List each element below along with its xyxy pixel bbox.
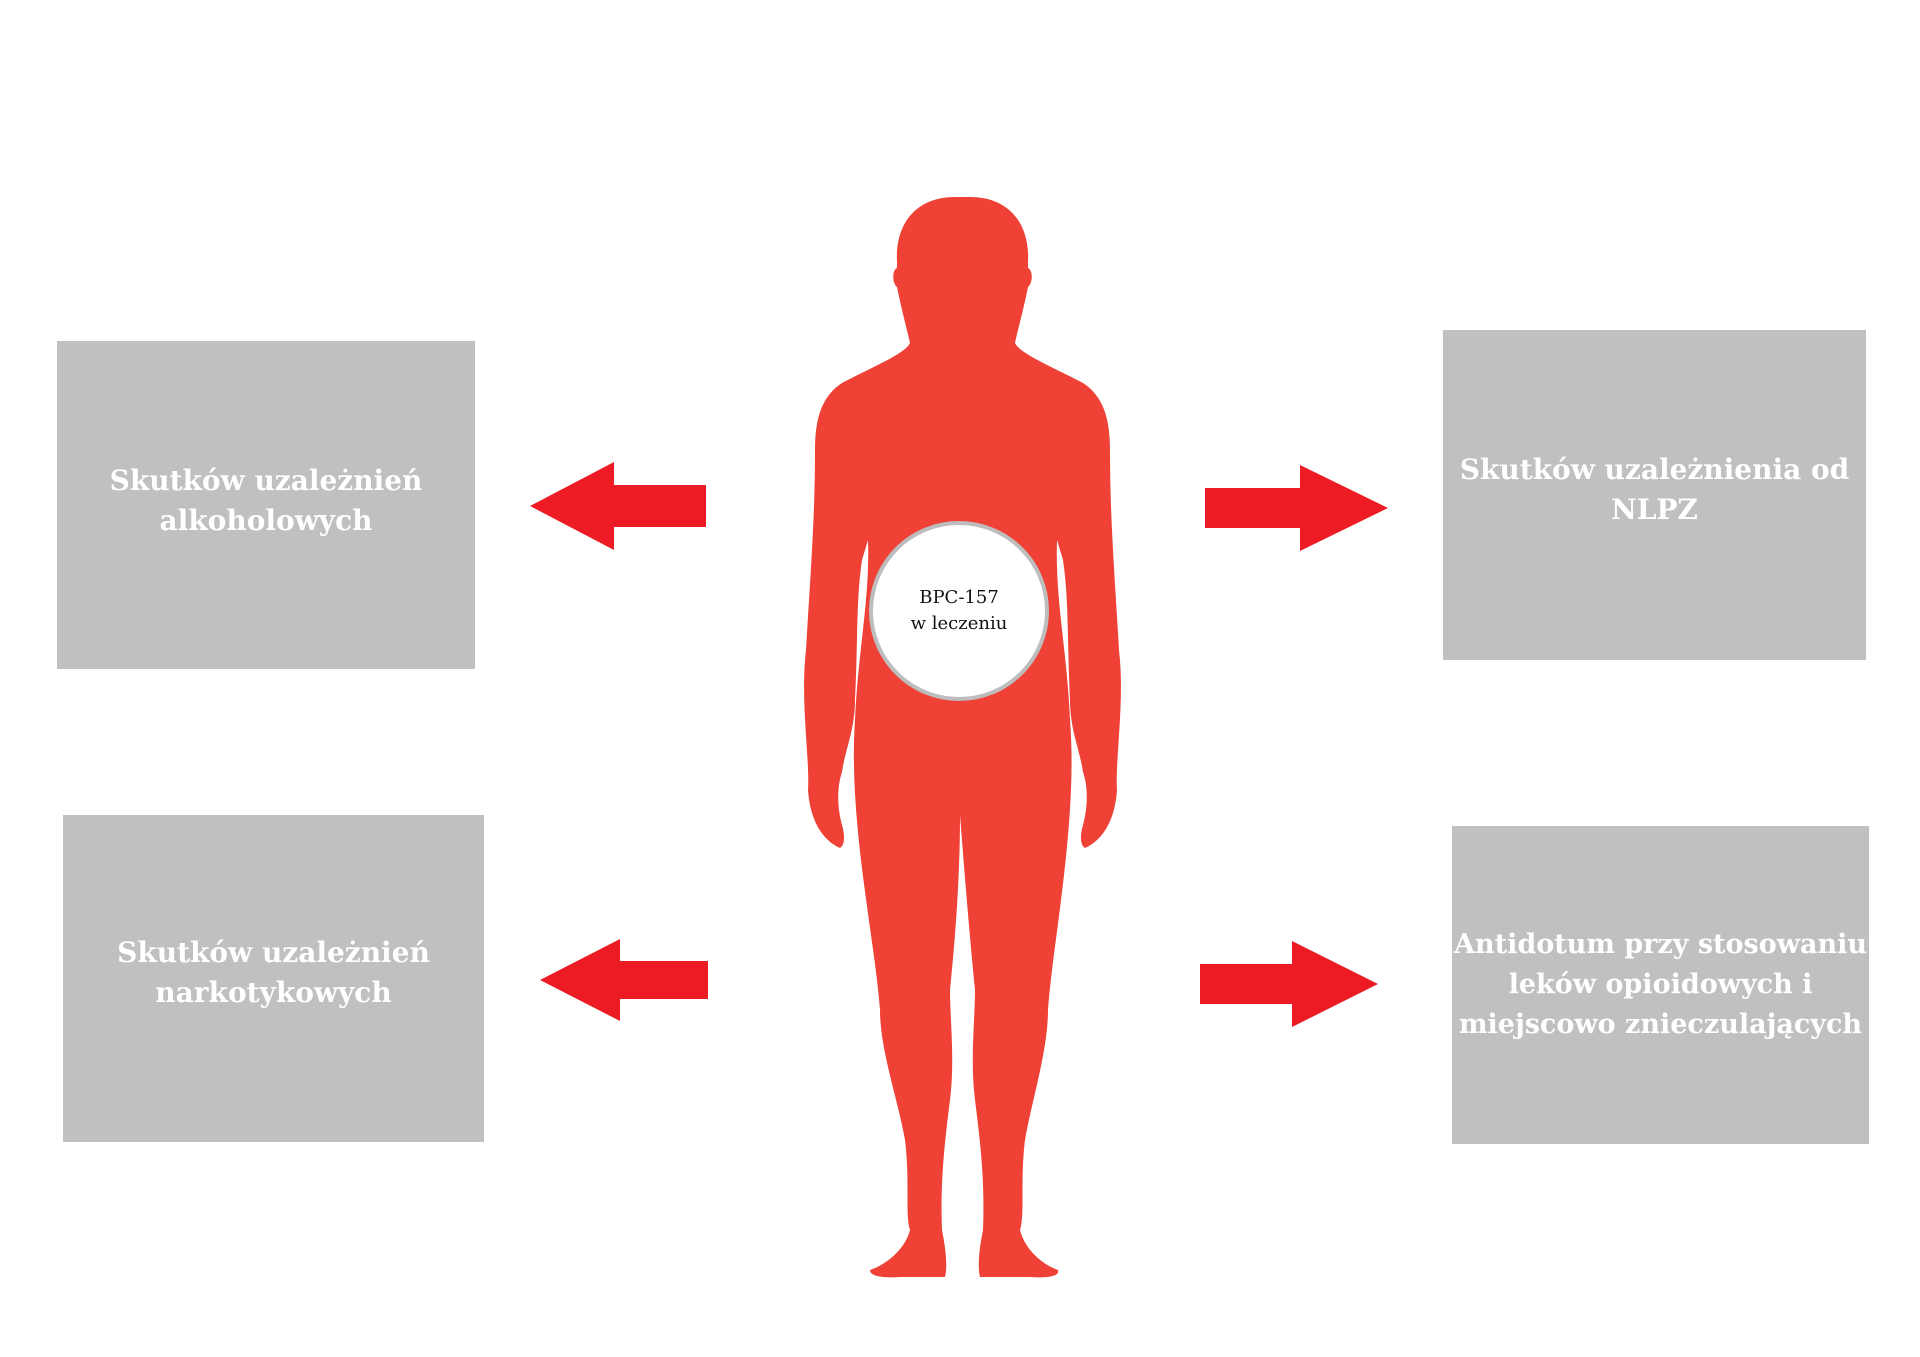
box-alcohol-addiction-label: Skutków uzależnień alkoholowych	[109, 464, 423, 537]
box-antidote-label: Antidotum przy stosowaniu leków opioidow…	[1454, 929, 1867, 1040]
arrow-right-icon	[1200, 941, 1378, 1027]
box-nsaid-addiction: Skutków uzależnienia od NLPZ	[1443, 330, 1866, 660]
human-silhouette-icon	[804, 197, 1121, 1278]
box-nsaid-addiction-label: Skutków uzależnienia od NLPZ	[1459, 453, 1850, 526]
box-drug-addiction-label: Skutków uzależnień narkotykowych	[117, 936, 430, 1009]
arrow-left-icon	[530, 462, 706, 550]
center-circle: BPC-157 w leczeniu	[869, 521, 1049, 701]
center-circle-subtitle: w leczeniu	[910, 613, 1008, 634]
box-drug-addiction: Skutków uzależnień narkotykowych	[63, 815, 484, 1142]
box-alcohol-addiction: Skutków uzależnień alkoholowych	[57, 341, 475, 669]
center-circle-title: BPC-157	[919, 587, 999, 608]
arrow-left-icon	[540, 939, 708, 1021]
box-antidote: Antidotum przy stosowaniu leków opioidow…	[1452, 826, 1869, 1144]
arrow-right-icon	[1205, 465, 1388, 551]
